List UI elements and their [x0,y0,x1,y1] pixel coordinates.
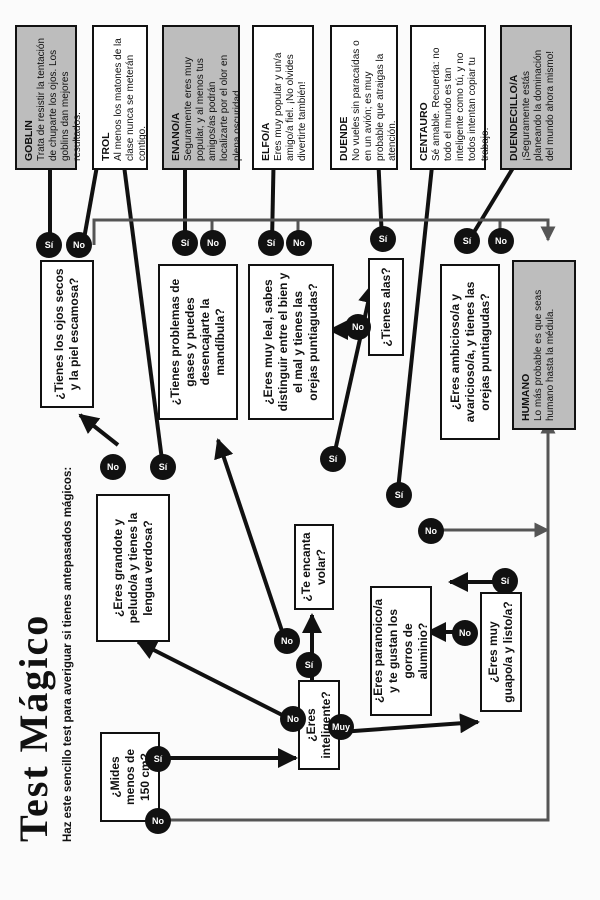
question-beautiful: ¿Eres muy guapo/a y listo/a? [480,592,522,712]
result-human-text: Lo más probable es que seas humano hasta… [532,289,556,421]
result-troll: TROL Al menos los matones de la clase nu… [92,25,148,170]
result-troll-name: TROL [100,132,112,161]
badge-q11-no: No [488,228,514,254]
question-wings: ¿Tienes alas? [368,258,404,356]
arrow-q5-si-q8 [331,283,378,461]
badge-q4-yes: Sí [36,232,62,258]
line-q1-no-humano [160,418,556,822]
badge-q3-no: No [100,454,126,480]
result-human-name: HUMANO [520,373,532,421]
result-centaur-name: CENTAURO [418,102,430,161]
badge-q6-yes: Sí [172,230,198,256]
badge-q2-no: No [280,706,306,732]
result-goblin: GOBLIN Trata de resistir la tentación de… [15,25,83,170]
badge-q10-yes: Sí [492,568,518,594]
arrow-q2-no-q3 [136,640,293,722]
question-loyal: ¿Eres muy leal, sabes distinguir entre e… [248,264,334,420]
result-dwarf-text: Seguramente eres muy popular, y al menos… [182,54,243,161]
page-title: Test Mágico [11,613,56,842]
result-centaur-text: Sé amable. Recuerda: no todo el mundo es… [430,47,491,161]
badge-q1-no: No [145,808,171,834]
badge-q5-yes: Sí [320,446,346,472]
question-paranoid: ¿Eres paranoico/a y te gustan los gorros… [370,586,432,716]
badge-q9-yes: Sí [386,482,412,508]
badge-q1-yes: Sí [145,746,171,772]
arrow-q5-no-q6 [214,438,287,641]
badge-q6-no: No [200,230,226,256]
result-elf: ELFO/A Eres muy popular y un/a amigo/a f… [252,25,314,170]
question-dry-eyes: ¿Tienes los ojos secos y la piel escamos… [40,260,94,408]
result-centaur: CENTAURO Sé amable. Recuerda: no todo el… [410,25,491,170]
page-subtitle: Haz este sencillo test para averiguar si… [62,466,74,842]
badge-q8-no: No [345,314,371,340]
badge-q5-no: No [274,628,300,654]
result-goblin-name: GOBLIN [23,120,35,161]
result-leprechaun: DUENDECILLO/A ¡Seguramente estás planean… [500,25,572,170]
result-leprechaun-name: DUENDECILLO/A [508,74,520,161]
arrow-q2-muy-q9 [339,713,480,734]
question-hairy: ¿Eres grandote y peludo/a y tienes la le… [96,494,170,642]
badge-q10-no: No [452,620,478,646]
badge-q3-yes: Sí [150,454,176,480]
badge-q11-yes: Sí [454,228,480,254]
line-q4-no-humano [92,218,556,245]
result-goblin-text: Trata de resistir la tentación de chupar… [35,37,84,161]
result-elf-text: Eres muy popular y un/a amigo/a fiel. ¡N… [272,52,309,161]
badge-q7-yes: Sí [258,230,284,256]
result-human: HUMANO Lo más probable es que seas human… [512,260,576,430]
result-leprechaun-text: ¡Seguramente estás planeando la dominaci… [520,49,557,161]
badge-q8-yes: Sí [370,226,396,252]
result-dwarf: ENANO/A Seguramente eres muy popular, y … [162,25,243,170]
arrow-q3-no-q4 [78,413,120,447]
result-pixie: DUENDE No vueles sin paracaídas o en un … [330,25,398,170]
badge-q2-muy: Muy [328,714,354,740]
result-dwarf-name: ENANO/A [170,112,182,161]
result-pixie-name: DUENDE [338,116,350,161]
question-gas: ¿Tienes problemas de gases y puedes dese… [158,264,238,420]
result-troll-text: Al menos los matones de la clase nunca s… [112,38,149,161]
badge-q4-no: No [66,232,92,258]
badge-q9-no: No [418,518,444,544]
badge-q7-no: No [286,230,312,256]
question-love-flying: ¿Te encanta volar? [294,524,334,610]
arrow-q3-si-q4 [114,148,164,461]
question-ambitious: ¿Eres ambicioso/a y avaricioso/a, y tien… [440,264,500,440]
result-pixie-text: No vueles sin paracaídas o en un avión; … [350,40,399,161]
badge-q2-yes: Sí [296,652,322,678]
result-elf-name: ELFO/A [260,122,272,162]
